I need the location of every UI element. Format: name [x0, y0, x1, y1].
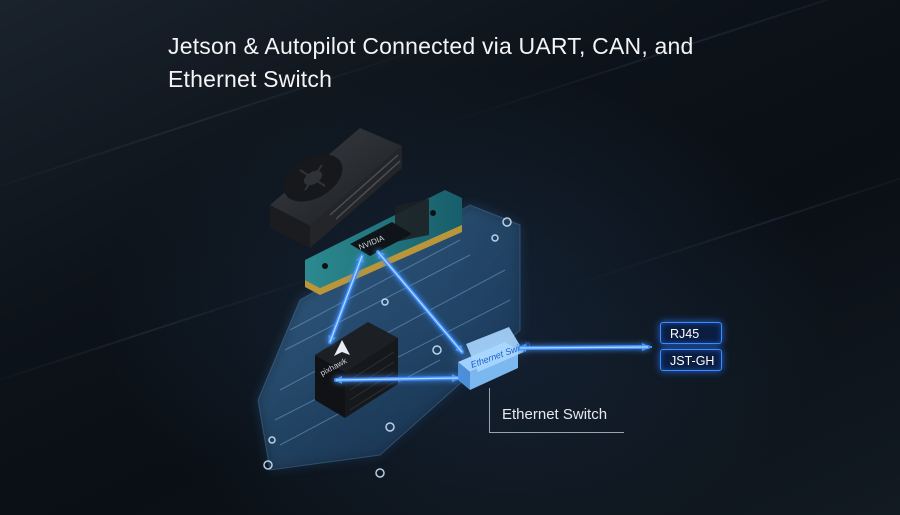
port-jst-gh-label: JST-GH [670, 354, 715, 368]
pixhawk-logo-icon [334, 340, 350, 356]
nvidia-chip: NVIDIA [350, 222, 412, 256]
port-rj45-label: RJ45 [670, 327, 700, 341]
ethernet-switch-caption: Ethernet Switch [502, 406, 608, 423]
page-title: Jetson & Autopilot Connected via UART, C… [168, 33, 694, 92]
caption-leader-line [489, 388, 490, 432]
ethernet-switch-chip: Ethernet Switch [455, 327, 532, 390]
caption-underline [489, 432, 624, 433]
port-jst-gh: JST-GH [660, 349, 722, 371]
port-rj45: RJ45 [660, 322, 722, 344]
heatsink [270, 128, 402, 248]
